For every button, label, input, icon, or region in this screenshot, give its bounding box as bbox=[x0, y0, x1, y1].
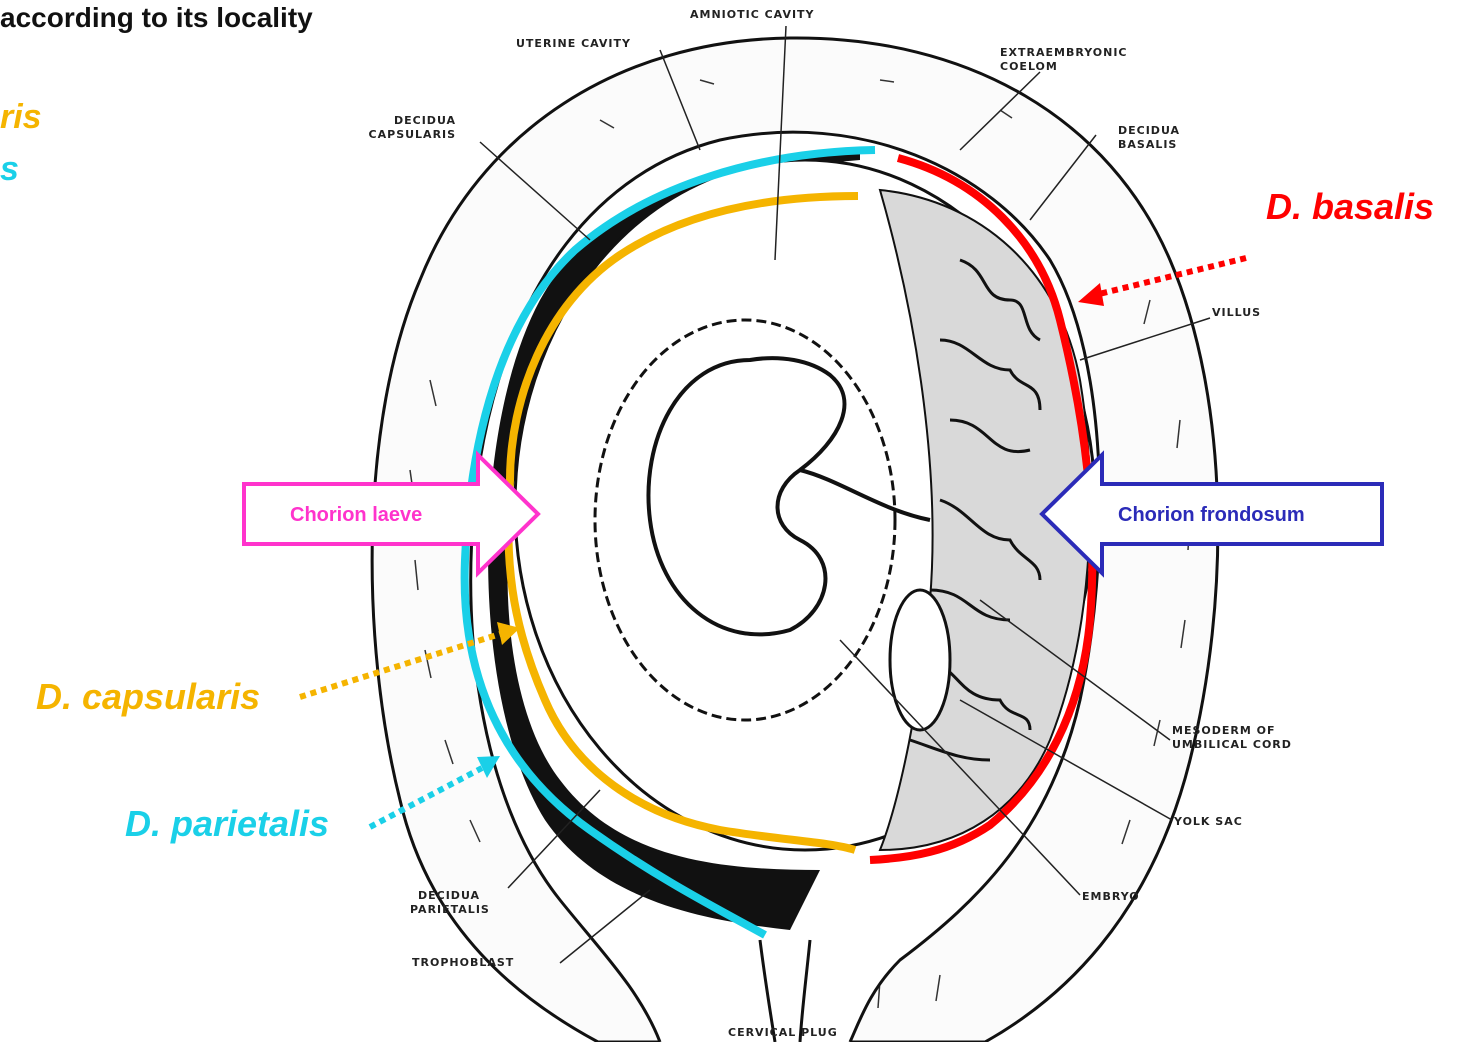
label-trophoblast: TROPHOBLAST bbox=[412, 956, 514, 970]
label-embryo: EMBRYO bbox=[1082, 890, 1140, 904]
label-villus: VILLUS bbox=[1212, 306, 1261, 320]
label-amniotic-cavity: AMNIOTIC CAVITY bbox=[690, 8, 815, 22]
label-d-basalis: D. basalis bbox=[1266, 186, 1434, 228]
label-decidua-parietalis: DECIDUA PARIETALIS bbox=[410, 889, 490, 917]
label-decidua-basalis: DECIDUA BASALIS bbox=[1118, 124, 1180, 152]
label-extraembryonic: EXTRAEMBRYONIC COELOM bbox=[1000, 46, 1128, 74]
label-mesoderm: MESODERM OF UMBILICAL CORD bbox=[1172, 724, 1292, 752]
label-d-capsularis: D. capsularis bbox=[36, 676, 260, 718]
label-uterine-cavity: UTERINE CAVITY bbox=[516, 37, 631, 51]
label-cervical-plug: CERVICAL PLUG bbox=[728, 1026, 838, 1040]
label-decidua-capsularis: DECIDUA CAPSULARIS bbox=[342, 114, 456, 142]
chorion-laeve-text: Chorion laeve bbox=[290, 504, 422, 527]
label-yolk-sac: YOLK SAC bbox=[1174, 815, 1243, 829]
yolk-sac bbox=[890, 590, 950, 730]
label-d-parietalis: D. parietalis bbox=[125, 803, 329, 845]
chorion-frondosum-text: Chorion frondosum bbox=[1118, 504, 1305, 527]
